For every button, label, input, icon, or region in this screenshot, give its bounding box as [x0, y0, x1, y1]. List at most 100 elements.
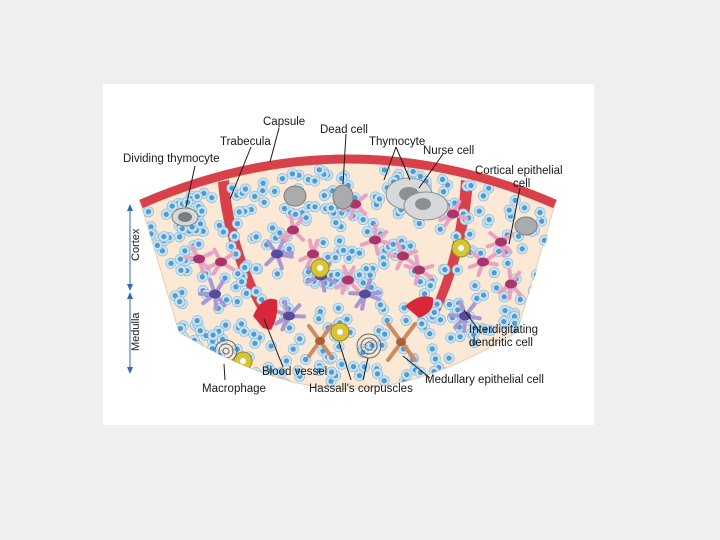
thymocyte — [434, 223, 446, 235]
interdigitating-dendritic-cell — [198, 277, 227, 311]
thymocyte — [250, 263, 262, 275]
thymus-lobule-diagram: Cortex Medulla — [123, 116, 563, 395]
thymocyte — [236, 371, 248, 383]
interdigitating-label-line1: Interdigitating — [469, 324, 538, 336]
thymocyte — [196, 271, 208, 283]
thymocyte-label: Thymocyte — [369, 136, 425, 148]
interdigitating-dendritic-cell — [264, 238, 294, 271]
thymocyte — [169, 355, 181, 367]
thymocyte — [531, 353, 543, 365]
thymocyte — [158, 231, 170, 243]
thymocyte — [473, 205, 485, 217]
thymocyte — [332, 268, 344, 280]
thymocyte — [516, 243, 528, 255]
thymocyte — [166, 200, 178, 212]
thymocyte — [318, 190, 330, 202]
thymocyte — [161, 356, 173, 368]
thymocyte — [530, 269, 542, 281]
thymocyte — [330, 217, 342, 229]
trabecula-label: Trabecula — [220, 136, 271, 148]
thymocyte — [517, 350, 529, 362]
thymocyte — [186, 347, 198, 359]
cortex-label: Cortex — [130, 228, 142, 261]
thymocyte — [437, 186, 449, 198]
thymocyte — [230, 248, 242, 260]
dividing-thymocyte — [171, 207, 199, 227]
thymocyte — [536, 215, 548, 227]
thymocyte — [539, 257, 551, 269]
thymocyte — [374, 299, 386, 311]
macrophage — [310, 258, 330, 278]
thymocyte — [258, 196, 270, 208]
thymocyte — [151, 239, 163, 251]
thymocyte — [144, 333, 156, 345]
thymocyte — [376, 339, 388, 351]
thymocyte — [326, 366, 338, 378]
thymocyte — [240, 287, 252, 299]
thymocyte — [478, 289, 490, 301]
thymocyte — [334, 235, 346, 247]
thymocyte — [538, 234, 550, 246]
thymocyte — [206, 192, 218, 204]
blood-vessel-left — [253, 298, 278, 330]
thymocyte — [332, 302, 344, 314]
thymocyte — [250, 231, 262, 243]
thymocyte — [284, 322, 296, 334]
cortical-epithelial-label-line2: cell — [513, 178, 530, 190]
leader-lines — [185, 127, 521, 381]
blood-vessel-right — [405, 296, 434, 318]
thymocyte — [439, 264, 451, 276]
thymocyte — [179, 245, 191, 257]
thymocyte — [196, 205, 208, 217]
thymocyte — [230, 370, 242, 382]
thymocyte — [528, 354, 540, 366]
thymocyte — [271, 268, 283, 280]
thymocyte — [486, 357, 498, 369]
thymocyte — [239, 262, 251, 274]
thymocyte — [149, 265, 161, 277]
thymocyte — [454, 331, 466, 343]
thymocyte — [536, 278, 548, 290]
thymocyte — [232, 268, 244, 280]
blood-vessel-label: Blood vessel — [262, 366, 327, 378]
thymocyte — [533, 336, 545, 348]
thymocyte — [336, 358, 348, 370]
medullary-epithelial-cell — [307, 324, 333, 358]
thymocyte — [378, 258, 390, 270]
medulla-bracket — [127, 292, 133, 374]
thymocyte — [313, 364, 325, 376]
dividing-thymocyte-label: Dividing thymocyte — [123, 153, 220, 165]
thymocyte — [498, 316, 510, 328]
thymocyte — [460, 363, 472, 375]
thymocyte — [499, 305, 511, 317]
hassalls-corpuscle — [356, 333, 382, 359]
thymocyte — [165, 257, 177, 269]
cortical-epithelial-cell — [183, 244, 214, 275]
thymocyte — [294, 333, 306, 345]
thymocyte — [174, 231, 186, 243]
thymocyte — [142, 206, 154, 218]
cortical-epithelial-cell — [279, 214, 305, 244]
thymocyte — [379, 328, 391, 340]
macrophage — [330, 322, 350, 342]
trabecula-left — [218, 180, 274, 324]
thymocyte — [231, 218, 243, 230]
thymocyte — [527, 285, 539, 297]
thymocyte — [192, 340, 204, 352]
thymocyte — [483, 214, 495, 226]
thymocyte — [313, 164, 325, 176]
thymocyte — [353, 269, 365, 281]
dead-cell — [514, 216, 538, 236]
thymocyte — [174, 296, 186, 308]
thymocyte — [155, 333, 167, 345]
thymocyte — [249, 190, 261, 202]
thymocyte — [248, 328, 260, 340]
thymocyte — [357, 214, 369, 226]
thymocyte — [309, 201, 321, 213]
thymocyte — [309, 175, 321, 187]
thymocyte — [149, 281, 161, 293]
cortex-bracket — [127, 204, 133, 291]
thymocyte — [169, 354, 181, 366]
thymocyte — [162, 322, 174, 334]
thymocyte — [267, 222, 279, 234]
